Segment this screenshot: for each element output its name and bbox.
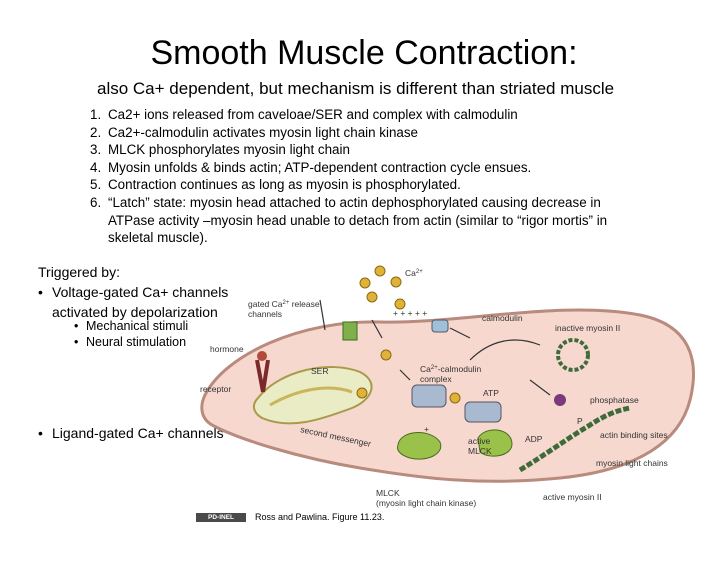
trigger-sub-mechanical: •Mechanical stimuli — [74, 319, 189, 333]
label-actin-binding: actin binding sites — [600, 430, 668, 440]
calmodulin-protein — [431, 319, 449, 333]
label-receptor: receptor — [200, 384, 231, 394]
inactive-myosin-coil — [556, 338, 590, 372]
step-text: Contraction continues as long as myosin … — [108, 177, 461, 193]
label-complex-2: complex — [420, 374, 452, 384]
label-mlck-2: (myosin light chain kinase) — [376, 498, 476, 508]
calmodulin-complex — [411, 384, 447, 408]
label-active-mlck: active — [468, 436, 490, 446]
label-gated-channels: gated Ca2+ release — [248, 299, 320, 309]
step-text: “Latch” state: myosin head attached to a… — [108, 194, 608, 246]
step-item: 1.Ca2+ ions released from caveloae/SER a… — [90, 107, 518, 122]
label-adp: ADP — [525, 434, 543, 444]
ser-membrane — [269, 386, 353, 407]
ser-organelle — [252, 366, 373, 425]
step-item: 3.MLCK phosphorylates myosin light chain — [90, 142, 350, 158]
license-badge: PD-INEL — [196, 513, 246, 522]
actin-filament — [518, 405, 631, 473]
trigger-voltage-cont: activated by depolarization — [52, 304, 218, 320]
step-item: 6.“Latch” state: myosin head attached to… — [90, 194, 608, 246]
label-phosphatase: phosphatase — [590, 395, 639, 405]
receptor-shape — [255, 359, 270, 393]
slide-subtitle: also Ca+ dependent, but mechanism is dif… — [97, 79, 615, 98]
atp-complex — [464, 401, 502, 423]
arrows — [319, 299, 551, 396]
trigger-section: Triggered by: •Voltage-gated Ca+ channel… — [38, 262, 228, 322]
label-channels: channels — [248, 309, 282, 319]
label-atp: ATP — [483, 388, 499, 398]
slide-title: Smooth Muscle Contraction: — [150, 34, 578, 72]
active-mlck-enzyme — [477, 429, 513, 457]
label-inner-plus: + — [424, 424, 429, 434]
step-text: Ca2+-calmodulin activates myosin light c… — [108, 124, 418, 140]
label-phospho: P — [577, 416, 583, 426]
mlck-enzyme — [397, 432, 442, 460]
calcium-ions-extracellular — [359, 265, 406, 310]
trigger-sub-neural: •Neural stimulation — [74, 335, 187, 349]
label-active-mlck-2: MLCK — [468, 446, 492, 456]
label-mlck: MLCK — [376, 488, 400, 498]
label-ser: SER — [311, 366, 328, 376]
trigger-heading: Triggered by: — [38, 264, 120, 280]
trigger-ligand: •Ligand-gated Ca+ channels — [38, 425, 224, 441]
steps-list: 1.Ca2+ ions released from caveloae/SER a… — [90, 106, 630, 247]
label-plus: + + + + + — [393, 308, 427, 318]
figure-caption: Ross and Pawlina. Figure 11.23. — [255, 512, 385, 522]
label-hormone: hormone — [210, 344, 244, 354]
step-text: Myosin unfolds & binds actin; ATP-depend… — [108, 159, 532, 175]
label-complex: Ca2+-calmodulin — [420, 364, 481, 374]
label-myosin-light-chains: myosin light chains — [596, 458, 668, 468]
calcium-channel — [342, 321, 358, 341]
step-item: 5.Contraction continues as long as myosi… — [90, 177, 461, 193]
step-item: 2.Ca2+-calmodulin activates myosin light… — [90, 124, 418, 140]
label-ca: Ca2+ — [405, 268, 423, 278]
label-inactive-myosin: inactive myosin II — [555, 323, 620, 333]
hormone-molecule — [257, 351, 267, 361]
trigger-voltage: •Voltage-gated Ca+ channels — [38, 284, 229, 300]
label-calmodulin: calmodulin — [482, 313, 523, 323]
phosphatase-enzyme — [554, 394, 566, 406]
label-active-myosin: active myosin II — [543, 492, 602, 502]
step-item: 4.Myosin unfolds & binds actin; ATP-depe… — [90, 159, 532, 175]
step-text: Ca2+ ions released from caveloae/SER and… — [108, 107, 518, 122]
step-text: MLCK phosphorylates myosin light chain — [108, 142, 350, 158]
